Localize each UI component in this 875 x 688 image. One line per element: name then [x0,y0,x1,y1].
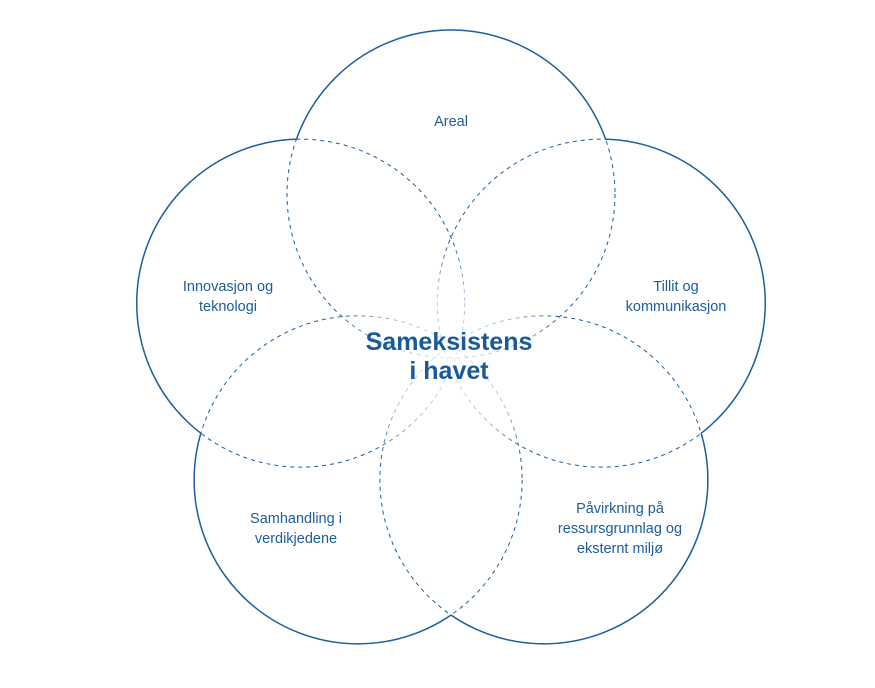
center-fade [329,240,569,480]
circle-label-samhandling: Samhandling i verdikjedene [250,511,342,547]
circle-label-pavirkning: Påvirkning på ressursgrunnlag og ekstern… [557,501,683,557]
circle-label-innovasjon: Innovasjon og teknologi [182,279,274,315]
circle-label-tillit: Tillit og kommunikasjon [625,279,727,315]
center-title: Sameksistens i havet [365,328,533,385]
circle-label-areal: Areal [434,114,468,130]
